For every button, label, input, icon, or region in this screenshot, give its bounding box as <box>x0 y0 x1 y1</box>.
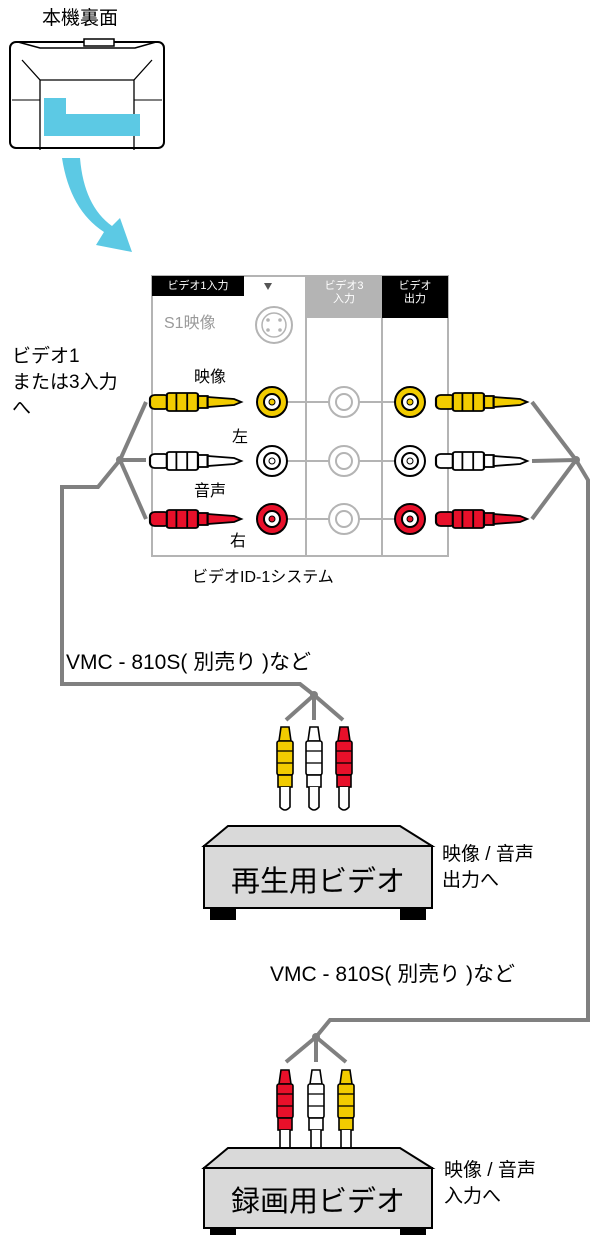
output-plug-right <box>434 508 529 530</box>
triangle-marker-icon <box>264 283 272 290</box>
s-video-jack <box>255 306 293 344</box>
video3-input-header-line1: ビデオ3 <box>324 280 364 292</box>
output-plug-left <box>434 450 529 472</box>
to-video-input-line3: へ <box>12 398 32 419</box>
cable-label-top: VMC - 810S( 別売り )など <box>66 651 312 674</box>
playback-plug-white <box>305 726 323 811</box>
recording-note-line1: 映像 / 音声 <box>444 1160 536 1181</box>
tv-rear-illustration <box>9 38 165 150</box>
right-label: 右 <box>230 533 247 550</box>
video1-jack-video <box>256 386 288 418</box>
output-jack-video <box>394 386 426 418</box>
cable-label-bottom: VMC - 810S( 別売り )など <box>270 963 516 986</box>
output-jack-left <box>394 445 426 477</box>
recording-deck <box>201 1147 436 1235</box>
video1-input-header: ビデオ1入力 <box>167 280 229 292</box>
video-output-header-line1: ビデオ <box>398 280 432 292</box>
to-video-input-line2: または3入力 <box>12 372 118 393</box>
curved-arrow-icon <box>62 158 132 252</box>
cables <box>60 400 590 1064</box>
video3-input-header-line2: 入力 <box>333 293 355 305</box>
s1-video-label: S1映像 <box>164 315 216 332</box>
unit-rear-label: 本機裏面 <box>42 8 119 29</box>
recording-plug-white <box>307 1069 325 1154</box>
left-label: 左 <box>232 429 249 446</box>
output-plug-video <box>434 391 529 413</box>
audio-label: 音声 <box>194 483 227 500</box>
system-label: ビデオID-1システム <box>192 569 334 586</box>
playback-deck <box>201 825 436 920</box>
video-label: 映像 <box>194 369 227 386</box>
output-jack-right <box>394 503 426 535</box>
playback-deck-name: 再生用ビデオ <box>230 866 405 898</box>
playback-note-line1: 映像 / 音声 <box>442 844 534 865</box>
video3-jacks <box>328 386 360 535</box>
to-video-input-line1: ビデオ1 <box>12 346 80 367</box>
video1-jack-left <box>256 445 288 477</box>
playback-plug-yellow <box>276 726 294 811</box>
video1-jack-right <box>256 503 288 535</box>
playback-note-line2: 出力へ <box>442 870 500 891</box>
playback-plug-red <box>335 726 353 811</box>
recording-note-line2: 入力へ <box>444 1186 502 1207</box>
jack-panel <box>151 275 449 557</box>
video-output-header-line2: 出力 <box>404 293 426 305</box>
recording-plug-yellow <box>337 1069 355 1154</box>
recording-plug-red <box>276 1069 294 1154</box>
recording-deck-name: 録画用ビデオ <box>230 1186 405 1218</box>
